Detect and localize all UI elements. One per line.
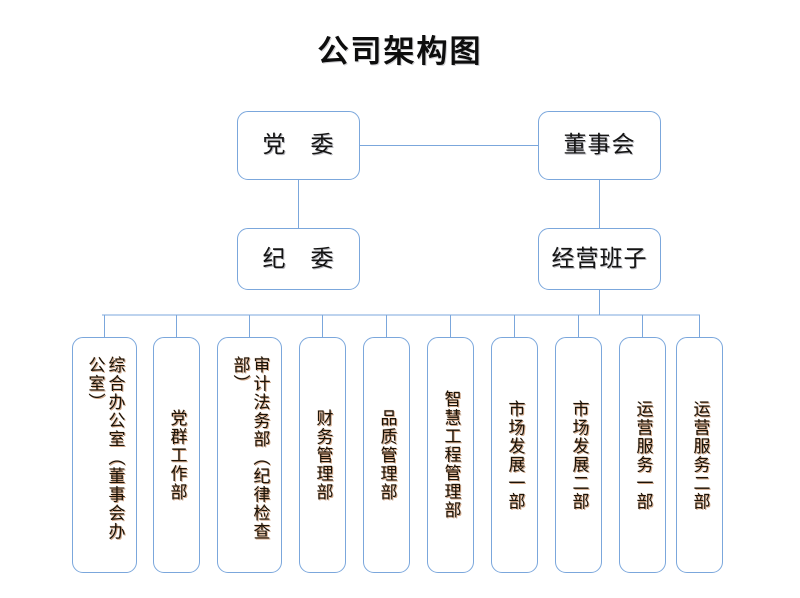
node-dept-6[interactable]: 智慧工程管理部	[427, 337, 474, 573]
node-dept-7-label: 市场发展一部	[504, 399, 525, 511]
node-dept-9-label: 运营服务一部	[632, 399, 653, 511]
node-discipline[interactable]: 纪 委	[237, 228, 360, 290]
node-dept-4[interactable]: 财务管理部	[299, 337, 346, 573]
node-dept-8-label: 市场发展二部	[568, 399, 589, 511]
node-management-label: 经营班子	[551, 245, 648, 272]
node-dept-10[interactable]: 运营服务二部	[676, 337, 723, 573]
node-dept-1[interactable]: 综合办公室（董事会办公室）	[72, 337, 137, 573]
node-dept-1-label: 综合办公室（董事会办公室）	[84, 356, 125, 541]
node-dept-5[interactable]: 品质管理部	[363, 337, 410, 573]
node-dept-8[interactable]: 市场发展二部	[555, 337, 602, 573]
node-party-label: 党 委	[262, 132, 335, 158]
node-dept-2-label: 党群工作部	[166, 408, 187, 502]
node-dept-10-label: 运营服务二部	[689, 399, 710, 511]
node-dept-3-label: 审计法务部（纪律检查部）	[229, 356, 270, 541]
node-dept-2[interactable]: 党群工作部	[153, 337, 200, 573]
page-title: 公司架构图	[317, 34, 483, 70]
node-dept-9[interactable]: 运营服务一部	[619, 337, 666, 573]
node-dept-7[interactable]: 市场发展一部	[491, 337, 538, 573]
node-dept-5-label: 品质管理部	[376, 408, 397, 502]
node-dept-3[interactable]: 审计法务部（纪律检查部）	[217, 337, 282, 573]
node-discipline-label: 纪 委	[262, 245, 335, 272]
node-dept-4-label: 财务管理部	[312, 408, 333, 502]
node-board[interactable]: 董事会	[538, 111, 661, 180]
node-board-label: 董事会	[563, 132, 636, 158]
node-management[interactable]: 经营班子	[538, 228, 661, 290]
node-party[interactable]: 党 委	[237, 111, 360, 180]
node-dept-6-label: 智慧工程管理部	[440, 390, 461, 520]
